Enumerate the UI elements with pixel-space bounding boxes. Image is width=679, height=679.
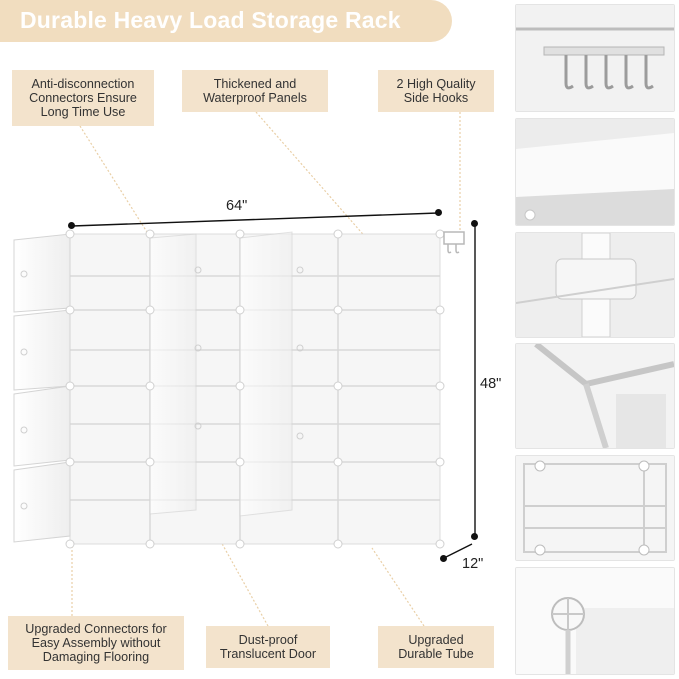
thumbnail-panel — [515, 118, 675, 226]
height-endpoint-top — [471, 220, 478, 227]
height-endpoint-bottom — [471, 533, 478, 540]
thumbnail-connector — [515, 232, 675, 338]
thumbnail-side-hooks — [515, 4, 675, 112]
title-banner: Durable Heavy Load Storage Rack — [0, 0, 452, 42]
width-endpoint-left — [68, 222, 75, 229]
depth-endpoint-left — [440, 555, 447, 562]
callout-panels: Thickened and Waterproof Panels — [182, 70, 328, 112]
depth-label: 12" — [462, 556, 484, 572]
callout-door: Dust-proof Translucent Door — [206, 626, 330, 668]
thumbnail-foot-connector — [515, 567, 675, 675]
callout-connectors: Upgraded Connectors for Easy Assembly wi… — [8, 616, 184, 670]
page-title: Durable Heavy Load Storage Rack — [20, 7, 401, 33]
callout-anti-disconnection: Anti-disconnection Connectors Ensure Lon… — [12, 70, 154, 126]
width-endpoint-right — [435, 209, 442, 216]
storage-rack-image — [13, 229, 465, 549]
thumbnail-tube-joint — [515, 343, 675, 449]
callout-hooks: 2 High Quality Side Hooks — [378, 70, 494, 112]
height-label: 48" — [480, 376, 502, 392]
thumbnail-cube-grid — [515, 455, 675, 561]
width-label: 64" — [226, 198, 248, 214]
callout-tube: Upgraded Durable Tube — [378, 626, 494, 668]
